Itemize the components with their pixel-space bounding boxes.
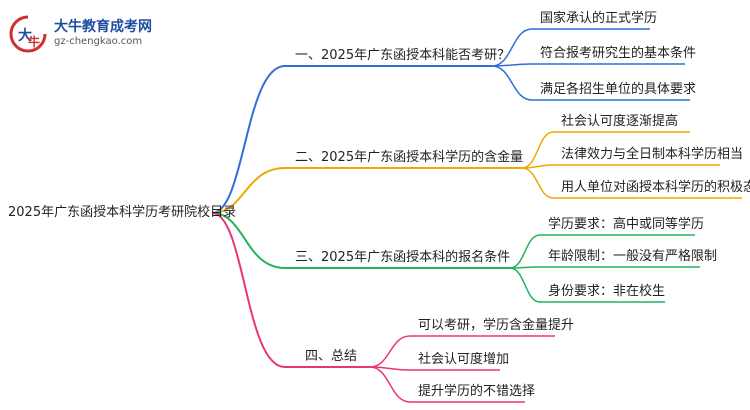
link-branch-3-leaf-1	[509, 234, 695, 269]
branch-1-leaf-2: 符合报考研究生的基本条件	[540, 46, 697, 61]
link-branch-3-leaf-3	[509, 267, 665, 303]
link-branch-3-leaf-2	[509, 266, 700, 269]
branch-3-leaf-1: 学历要求：高中或同等学历	[548, 217, 705, 232]
link-branch-2-leaf-3	[521, 167, 742, 199]
link-root-branch-2	[211, 167, 522, 214]
link-branch-1-leaf-2	[491, 63, 685, 67]
branch-3-label: 三、2025年广东函授本科的报名条件	[295, 250, 511, 265]
link-root-branch-1	[211, 65, 492, 214]
link-branch-1-leaf-3	[491, 65, 690, 101]
mindmap-root: 2025年广东函授本科学历考研院校目录	[8, 205, 237, 220]
branch-1-label: 一、2025年广东函授本科能否考研？	[295, 48, 511, 63]
branch-4-label: 四、总结	[305, 349, 358, 364]
branch-1-leaf-3: 满足各招生单位的具体要求	[540, 82, 697, 97]
branch-1-leaf-1: 国家承认的正式学历	[540, 11, 658, 26]
branch-3-leaf-2: 年龄限制：一般没有严格限制	[548, 249, 718, 264]
link-branch-4-leaf-1	[369, 335, 555, 368]
logo-title: 大牛教育成考网	[54, 19, 152, 35]
branch-2-label: 二、2025年广东函授本科学历的含金量	[295, 150, 524, 165]
logo-url: gz-chengkao.com	[54, 36, 143, 47]
site-logo[interactable]: 大 牛 大牛教育成考网 gz-chengkao.com	[8, 14, 178, 54]
branch-4-leaf-2: 社会认可度增加	[418, 352, 510, 367]
link-root-branch-3	[211, 212, 510, 269]
branch-2-leaf-3: 用人单位对函授本科学历的积极态度	[561, 180, 750, 195]
link-root-branch-4	[211, 212, 370, 368]
branch-3-leaf-3: 身份要求：非在校生	[548, 284, 666, 299]
link-branch-2-leaf-2	[521, 164, 720, 169]
branch-2-leaf-2: 法律效力与全日制本科学历相当	[561, 147, 744, 162]
link-branch-2-leaf-1	[521, 131, 690, 169]
branch-4-leaf-1: 可以考研，学历含金量提升	[418, 318, 575, 333]
link-branch-4-leaf-2	[369, 366, 500, 371]
link-branch-1-leaf-1	[491, 28, 650, 67]
branch-4-leaf-3: 提升学历的不错选择	[418, 384, 536, 399]
svg-text:大: 大	[18, 27, 32, 44]
svg-text:牛: 牛	[28, 34, 40, 49]
branch-2-leaf-1: 社会认可度逐渐提高	[561, 114, 679, 129]
logo-mark-icon: 大 牛	[9, 15, 47, 53]
link-branch-4-leaf-3	[369, 366, 525, 403]
